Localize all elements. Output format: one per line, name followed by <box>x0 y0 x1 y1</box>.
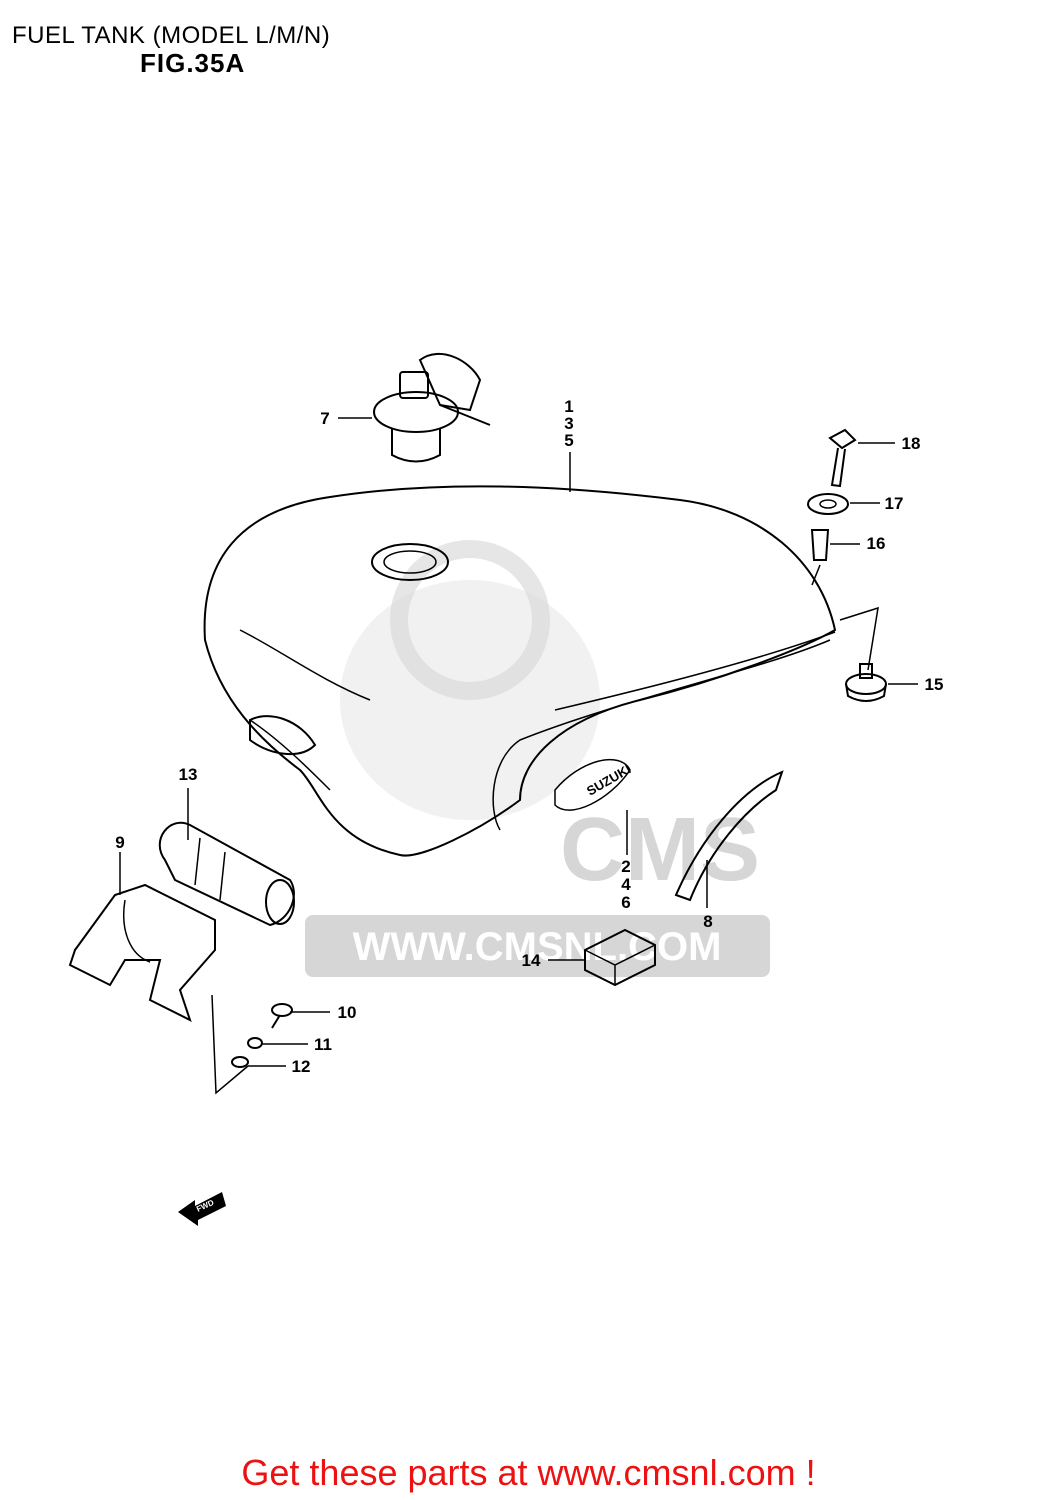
callout-15: 15 <box>925 675 944 694</box>
watermark-text: WWW.CMSNL.COM <box>353 925 722 969</box>
pad-14-illustration <box>584 928 656 987</box>
callout-18: 18 <box>902 434 921 453</box>
cushion-13-illustration <box>158 821 295 927</box>
footer-link[interactable]: Get these parts at www.cmsnl.com ! <box>241 1452 816 1493</box>
callout-2: 2 <box>621 857 630 876</box>
callout-9: 9 <box>115 833 124 852</box>
fwd-arrow-icon: FWD <box>178 1192 226 1226</box>
fuel-cap-illustration <box>373 353 491 463</box>
callout-labels: 1 3 5 2 4 6 7 8 9 10 11 12 13 14 15 16 1… <box>115 397 943 1076</box>
callout-16: 16 <box>867 534 886 553</box>
parts-diagram: CMS WWW.CMSNL.COM SUZUKI <box>68 353 943 1226</box>
cushion-15-illustration <box>845 663 887 702</box>
callout-8: 8 <box>703 912 712 931</box>
page-title: FUEL TANK (MODEL L/M/N) <box>12 22 331 49</box>
watermark-logo: CMS <box>560 800 760 900</box>
callout-5: 5 <box>564 431 573 450</box>
callout-11: 11 <box>314 1035 332 1054</box>
watermark: CMS WWW.CMSNL.COM <box>305 540 770 977</box>
bolt-18-illustration <box>828 428 857 488</box>
callout-1: 1 <box>564 397 573 416</box>
callout-4: 4 <box>621 875 631 894</box>
cushion-17-illustration <box>807 493 849 515</box>
bracket-9-illustration <box>68 883 216 1022</box>
callout-14: 14 <box>522 951 541 970</box>
figure-number: FIG.35A <box>140 48 246 78</box>
callout-12: 12 <box>292 1057 311 1076</box>
strip-8-illustration <box>674 770 784 902</box>
callout-3: 3 <box>564 414 573 433</box>
callout-17: 17 <box>885 494 904 513</box>
leader-lines <box>119 417 918 1095</box>
bolt-10-illustration <box>271 1003 293 1029</box>
washer-11-illustration <box>247 1037 263 1049</box>
nut-12-illustration <box>231 1056 249 1068</box>
callout-6: 6 <box>621 893 630 912</box>
collar-16-illustration <box>810 529 830 561</box>
callout-10: 10 <box>338 1003 357 1022</box>
callout-7: 7 <box>320 409 329 428</box>
callout-13: 13 <box>179 765 198 784</box>
